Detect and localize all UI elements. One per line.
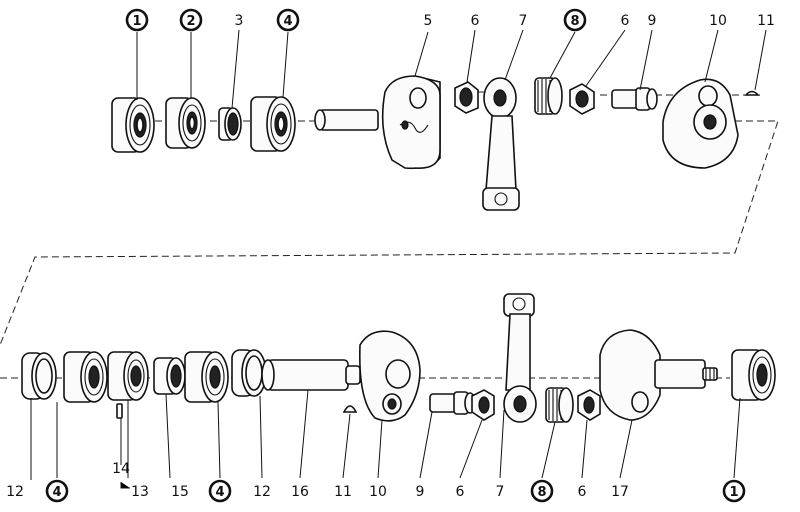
crank-half-17 [599,329,718,421]
needle-bearing-8-bottom [545,387,574,423]
callout-circle [722,479,746,503]
callout-top-9: 9 [648,13,657,29]
callout-bottom-3: 14 [112,461,130,477]
callout-bottom-13: 8 [530,479,554,503]
oil-seal-12-left [21,352,57,400]
crank-pin-9-bottom [429,391,476,415]
callout-number: 7 [496,484,505,500]
callout-bottom-8: 11 [334,484,352,500]
bearing-4-bottom-left [63,351,108,403]
callout-circle [125,8,149,32]
thrust-washer-6-top-left [454,81,479,114]
thrust-washer-6-bottom-right [577,389,601,421]
callout-top-2: 3 [235,13,244,29]
callout-circle [276,8,300,32]
callout-circle [208,479,232,503]
callout-number: 12 [253,484,271,500]
bearing-2 [165,97,206,149]
callout-top-6: 7 [519,13,528,29]
callout-number: 9 [416,484,425,500]
woodruff-key-11-bottom [342,405,358,413]
callout-number: 5 [424,13,433,29]
callout-bottom-15: 17 [611,484,629,500]
mainshaft-16 [261,359,361,391]
callout-bottom-7: 16 [291,484,309,500]
callout-number: 3 [235,13,244,29]
callout-number: 16 [291,484,309,500]
callout-top-8: 6 [621,13,630,29]
callout-bottom-12: 7 [496,484,505,500]
callout-number: 1 [132,14,141,29]
bearing-4-top [250,96,296,152]
callout-top-4: 5 [424,13,433,29]
woodruff-key-11-top [744,90,760,96]
callout-top-3: 4 [276,8,300,32]
connecting-rod-7-top [482,77,520,211]
callout-number: 13 [131,484,149,500]
callout-number: 1 [729,485,738,500]
spacer-15 [153,357,186,395]
callout-bottom-10: 9 [416,484,425,500]
callout-number: 6 [621,13,630,29]
callout-number: 17 [611,484,629,500]
callout-number: 10 [369,484,387,500]
bearing-4-bottom-right [184,351,229,403]
callout-bottom-14: 6 [578,484,587,500]
callout-number: 8 [537,485,546,500]
callout-bottom-16: 1 [722,479,746,503]
callout-top-0: 1 [125,8,149,32]
callout-number: 4 [283,14,292,29]
crank-half-10-bottom [358,330,421,422]
callout-bottom-9: 10 [369,484,387,500]
callout-number: 7 [519,13,528,29]
needle-bearing-8-top [534,77,563,115]
callout-circle [45,479,69,503]
callout-number: 9 [648,13,657,29]
oil-seal-12-right [231,349,267,397]
callout-number: 4 [52,485,61,500]
thrust-washer-6-bottom-left [471,389,495,421]
callout-top-7: 8 [563,8,587,32]
callout-circle [179,8,203,32]
crank-half-10-top [662,78,739,169]
callout-number: 8 [570,14,579,29]
callout-number: 11 [334,484,352,500]
callout-number: 11 [757,13,775,29]
callout-circle [530,479,554,503]
callout-number: 12 [6,484,24,500]
callout-number: 14 [112,461,130,477]
callout-number: 2 [186,14,195,29]
callout-top-10: 10 [709,13,727,29]
thrust-washer-6-top-right [569,83,595,115]
callout-bottom-4: 15 [171,484,189,500]
connecting-rod-7-bottom [503,293,537,423]
callout-number: 6 [471,13,480,29]
bearing-13 [107,351,149,401]
callout-number: 6 [456,484,465,500]
callout-top-5: 6 [471,13,480,29]
spacer-3 [218,107,242,141]
locating-pin-14 [116,403,123,419]
callout-number: 6 [578,484,587,500]
callout-bottom-11: 6 [456,484,465,500]
callout-number: 10 [709,13,727,29]
callout-circle [563,8,587,32]
callout-bottom-6: 12 [253,484,271,500]
crank-pin-9-top [611,87,658,111]
leader-lines [30,29,767,489]
bearing-1-top [111,97,155,153]
callout-bottom-0: 12 [6,484,24,500]
callout-number: 15 [171,484,189,500]
callout-bottom-2: 13 [131,484,149,500]
callout-bottom-5: 4 [208,479,232,503]
callout-top-1: 2 [179,8,203,32]
callout-number: 4 [215,485,224,500]
bearing-1-bottom [731,349,776,401]
crank-half-5 [314,75,441,170]
callout-bottom-1: 4 [45,479,69,503]
callout-top-11: 11 [757,13,775,29]
